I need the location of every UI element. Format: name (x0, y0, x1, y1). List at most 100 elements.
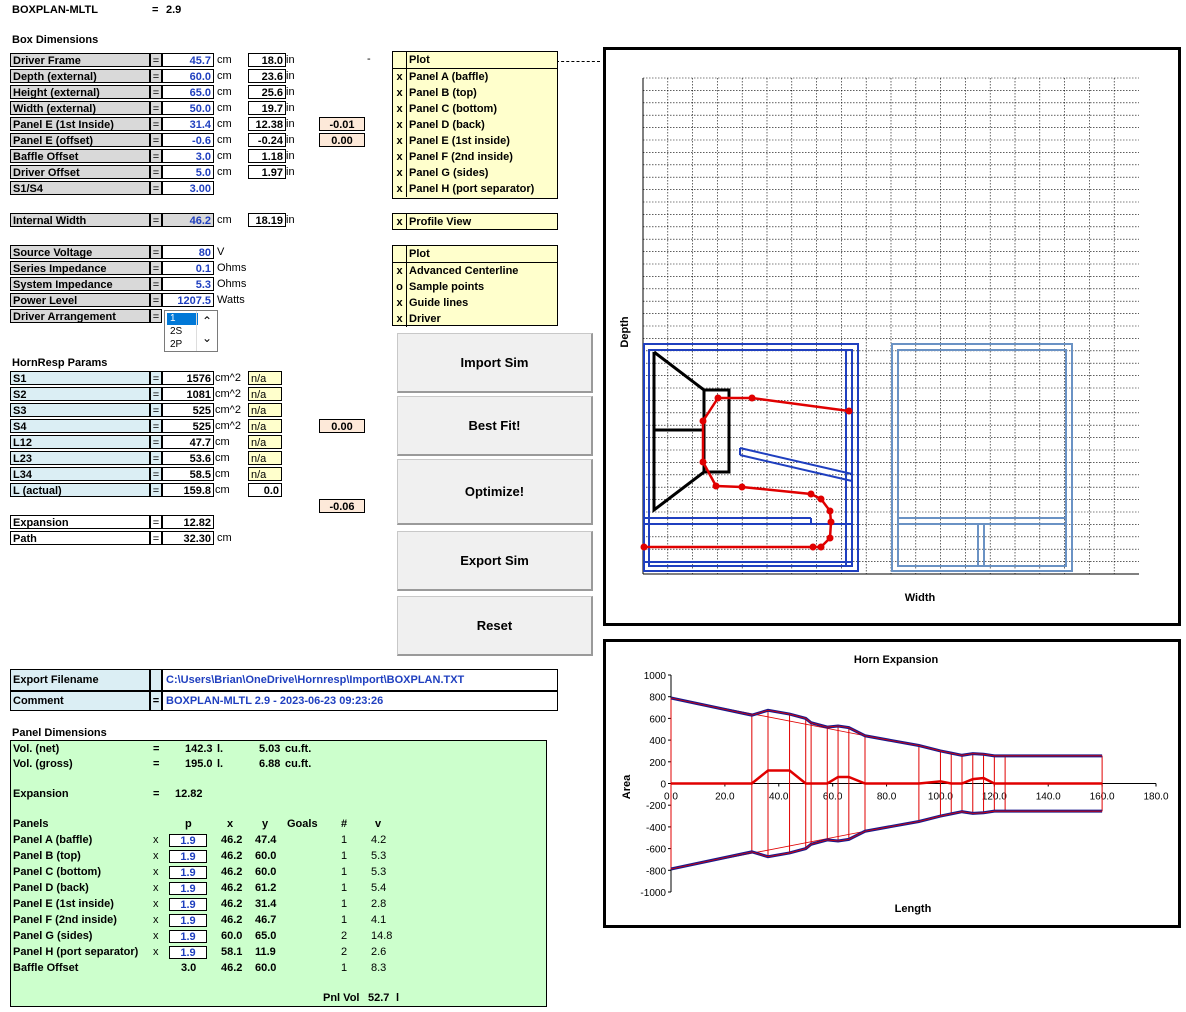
horn-row-target[interactable]: 0.0 (248, 483, 282, 497)
unit: cm (217, 532, 232, 544)
source-row-value[interactable]: 80 (162, 245, 214, 259)
plot-option-mark[interactable]: x (393, 295, 407, 311)
vol-net-cuft: 5.03 (259, 743, 281, 755)
export-sim-button[interactable]: Export Sim (397, 531, 593, 591)
plot-option-mark[interactable]: x (393, 85, 407, 101)
eq-sign: = (150, 293, 162, 307)
export-filename-input[interactable]: C:\Users\Brian\OneDrive\Hornresp\Import\… (162, 669, 558, 691)
chevron-up-icon[interactable]: ⌃ (201, 314, 213, 328)
plot-option-mark[interactable]: x (393, 133, 407, 149)
panel-count: 2 (341, 946, 348, 958)
source-row-value[interactable]: 0.1 (162, 261, 214, 275)
box-row-value[interactable]: 50.0 (162, 101, 214, 115)
panel-enabled-mark[interactable]: x (153, 946, 159, 958)
box-row-value[interactable]: 5.0 (162, 165, 214, 179)
unit: Watts (217, 294, 245, 306)
box-row-value[interactable]: 31.4 (162, 117, 214, 131)
plot-option-mark[interactable]: x (393, 117, 407, 133)
unit: cm^2 (215, 404, 241, 416)
unit: cm (215, 436, 230, 448)
reset-button[interactable]: Reset (397, 596, 593, 656)
chevron-down-icon[interactable]: ⌄ (201, 331, 213, 345)
panel-thickness-input[interactable]: 1.9 (169, 834, 207, 847)
plot-option-mark[interactable]: x (393, 263, 407, 279)
panel-name: Panel E (1st inside) (13, 898, 114, 910)
dropdown-scroll[interactable]: ⌃ ⌄ (196, 311, 217, 351)
import-sim-button[interactable]: Import Sim (397, 333, 593, 393)
panel-enabled-mark[interactable]: x (153, 898, 159, 910)
optimize-button[interactable]: Optimize! (397, 459, 593, 525)
unit: cm^2 (215, 372, 241, 384)
horn-row-target[interactable]: n/a (248, 467, 282, 481)
box-row-value[interactable]: 3.00 (162, 181, 214, 195)
panel-enabled-mark[interactable]: x (153, 930, 159, 942)
horn-row-target[interactable]: n/a (248, 403, 282, 417)
comment-input[interactable]: BOXPLAN-MLTL 2.9 - 2023-06-23 09:23:26 (162, 691, 558, 711)
panel-thickness-input[interactable]: 1.9 (169, 882, 207, 895)
unit: cu.ft. (285, 758, 312, 770)
panel-thickness-input[interactable]: 1.9 (169, 898, 207, 911)
plot-option-label: Driver (409, 313, 441, 325)
panel-volume: 2.6 (371, 946, 387, 958)
panel-enabled-mark[interactable]: x (153, 914, 159, 926)
horn-row-target[interactable]: n/a (248, 371, 282, 385)
unit: in (286, 86, 295, 98)
panel-thickness-input[interactable]: 1.9 (169, 850, 207, 863)
source-row-value[interactable]: 1207.5 (162, 293, 214, 307)
panel-enabled-mark[interactable]: x (153, 834, 159, 846)
plot-option-mark[interactable]: x (393, 69, 407, 85)
plot-option-mark[interactable]: o (393, 279, 407, 295)
panel-thickness-input[interactable]: 1.9 (169, 914, 207, 927)
panel-enabled-mark[interactable]: x (153, 866, 159, 878)
arrangement-option[interactable]: 1 (167, 313, 198, 325)
plot-option-mark[interactable]: x (393, 101, 407, 117)
panel-e-offset-adjust[interactable]: 0.00 (319, 133, 365, 147)
panel-thickness-input[interactable]: 1.9 (169, 946, 207, 959)
profile-view-toggle[interactable]: x Profile View (392, 213, 558, 230)
panel-enabled-mark[interactable]: x (153, 882, 159, 894)
plot-option-mark[interactable]: x (393, 311, 407, 327)
plot-option-mark[interactable]: x (393, 181, 407, 197)
plot-option-mark[interactable]: x (393, 165, 407, 181)
panels-header: Panels (13, 818, 49, 830)
panel-thickness-input[interactable]: 1.9 (169, 866, 207, 879)
box-row-value[interactable]: 3.0 (162, 149, 214, 163)
horn-row-target[interactable]: n/a (248, 419, 282, 433)
s4-adjust[interactable]: 0.00 (319, 419, 365, 433)
box-row-value[interactable]: 45.7 (162, 53, 214, 67)
profile-view-mark[interactable]: x (393, 214, 407, 230)
best-fit-button[interactable]: Best Fit! (397, 396, 593, 456)
box-row-value[interactable]: 65.0 (162, 85, 214, 99)
panel-thickness-input[interactable]: 1.9 (169, 930, 207, 943)
horn-row-target[interactable]: n/a (248, 451, 282, 465)
eq-sign: = (150, 213, 162, 227)
horn-row-target[interactable]: n/a (248, 387, 282, 401)
plot-option-mark[interactable]: x (393, 149, 407, 165)
panel-enabled-mark[interactable]: x (153, 850, 159, 862)
y-tick-label: -600 (646, 845, 666, 856)
arrangement-option[interactable]: 2P (170, 339, 183, 350)
driver-arrangement-dropdown[interactable]: 1 2S 2P ⌃ ⌄ (164, 310, 218, 352)
box-row-inch: 12.38 (248, 117, 286, 131)
box-row-value[interactable]: 60.0 (162, 69, 214, 83)
length-adjust[interactable]: -0.06 (319, 499, 365, 513)
area-lower-guide (670, 810, 1103, 870)
box-row-value[interactable]: -0.6 (162, 133, 214, 147)
x-tick-label: 60.0 (823, 792, 843, 803)
horn-row-target[interactable]: n/a (248, 435, 282, 449)
panel-e-adjust[interactable]: -0.01 (319, 117, 365, 131)
source-row-value[interactable]: 5.3 (162, 277, 214, 291)
arrangement-option[interactable]: 2S (170, 326, 183, 337)
